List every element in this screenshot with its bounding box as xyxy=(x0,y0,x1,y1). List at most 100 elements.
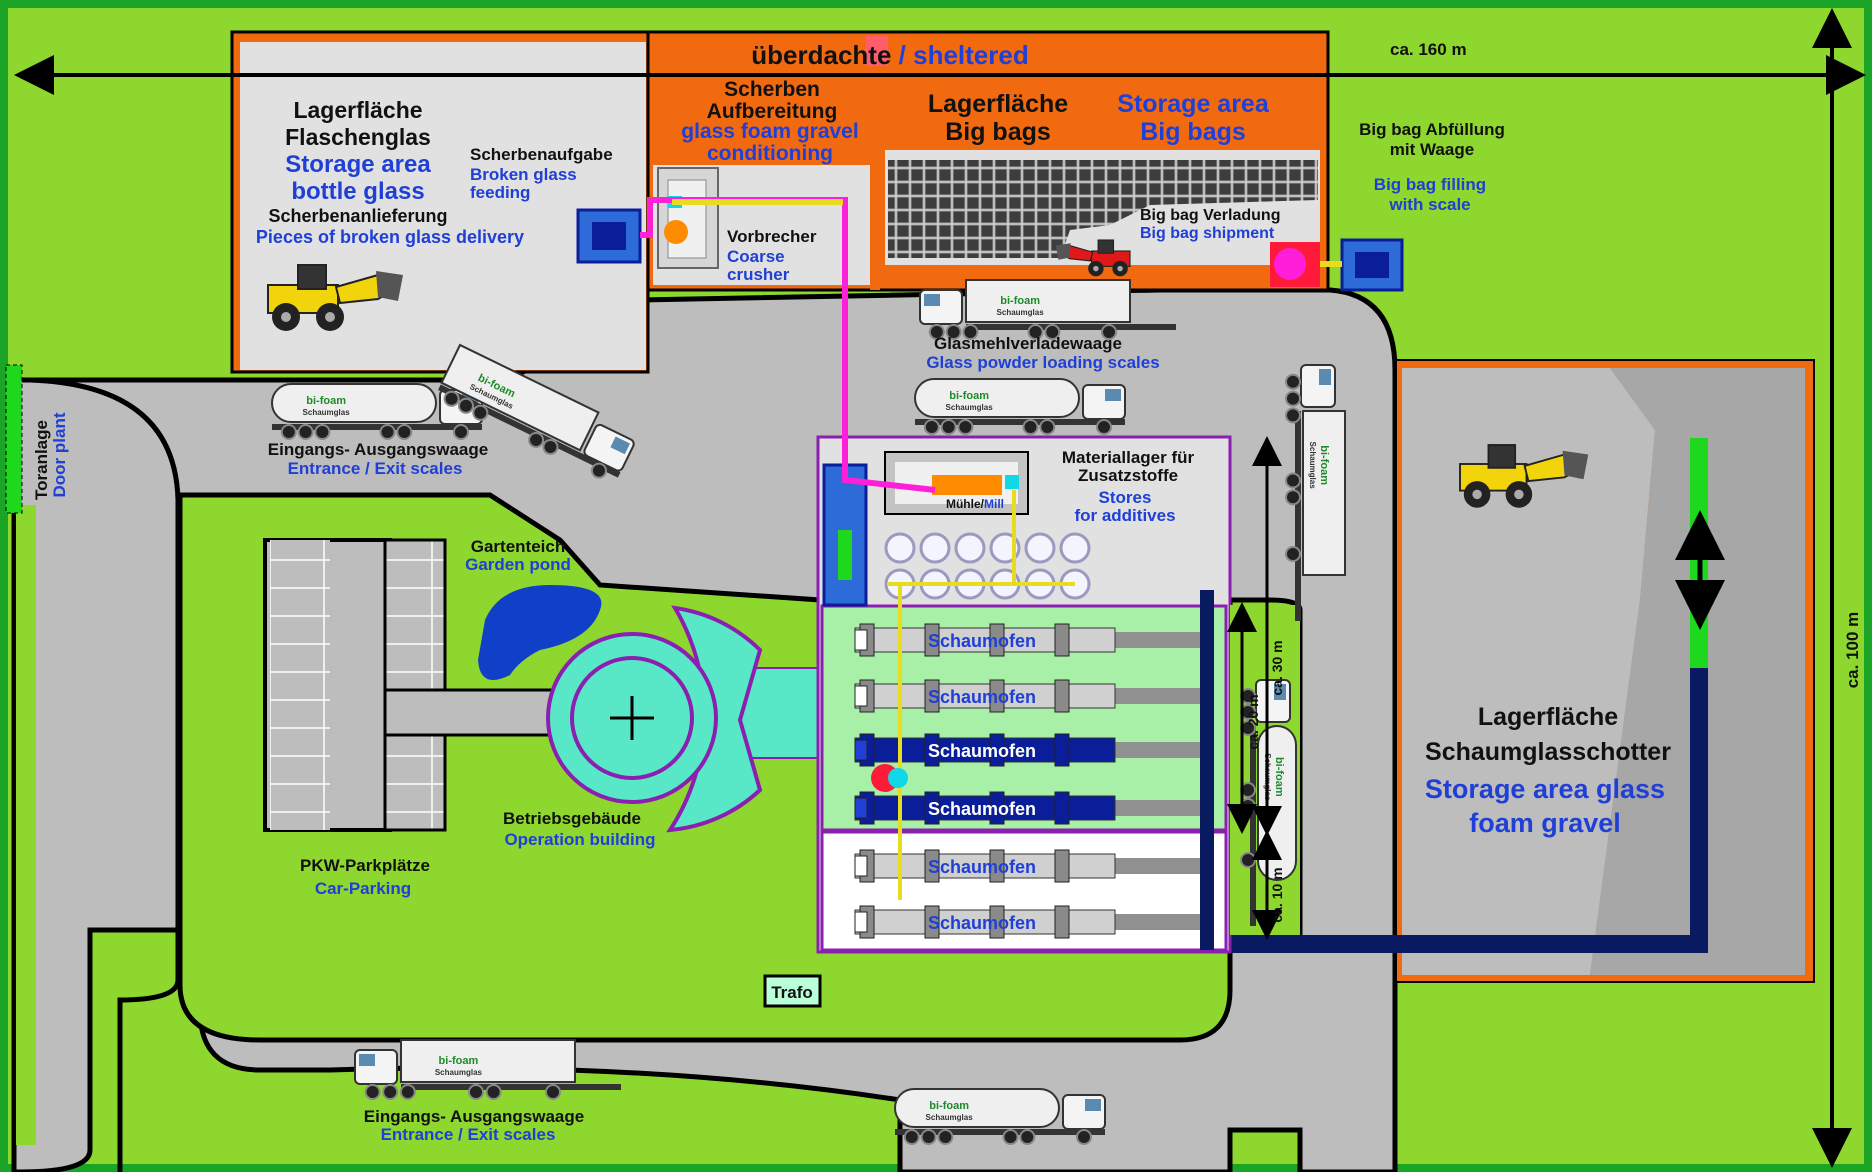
truck-brand: bi-foam xyxy=(949,390,989,402)
kiln-label-3: Schaumofen xyxy=(928,741,1036,761)
filling-en2: with scale xyxy=(1388,195,1470,214)
conditioning-de1: Scherben xyxy=(724,78,820,101)
truck-brand: bi-foam xyxy=(1000,295,1040,307)
powder-scales-en: Glass powder loading scales xyxy=(926,353,1159,372)
bigbag-storage-en1: Storage area xyxy=(1117,90,1270,118)
dim-20-label: ca. 20 m xyxy=(1245,694,1261,749)
car-parking-area xyxy=(263,538,557,832)
bottle-glass-de1: Lagerfläche xyxy=(293,97,422,123)
gravel-en2: foam gravel xyxy=(1469,808,1621,838)
trafo-label: Trafo xyxy=(771,983,813,1002)
entrance-top-en: Entrance / Exit scales xyxy=(288,459,463,478)
crusher-en1: Coarse xyxy=(727,247,785,266)
gravel-en1: Storage area glass xyxy=(1425,774,1665,804)
left-green-strip xyxy=(16,505,36,1145)
truck-brand: bi-foam xyxy=(306,395,346,407)
additive-silo-stack xyxy=(822,463,868,607)
gravel-conveyor-navy xyxy=(1690,668,1708,953)
additive-feed-line xyxy=(898,490,1016,900)
kiln-label-2: Schaumofen xyxy=(928,687,1036,707)
big-bag-pile xyxy=(888,160,1318,258)
truck-brand: bi-foam xyxy=(439,1055,479,1067)
delivery-de: Scherbenanlieferung xyxy=(268,206,447,226)
wheel-loader-1 xyxy=(267,264,403,331)
bottle-glass-en2: bottle glass xyxy=(291,178,424,205)
truck-brand: bi-foam xyxy=(1273,757,1285,797)
bottle-glass-de2: Flaschenglas xyxy=(285,124,431,150)
truck-fleet: bi-foamSchaumglasbi-foamSchaumglasbi-foa… xyxy=(271,279,1346,1145)
parking-de: PKW-Parkplätze xyxy=(300,856,430,875)
wheel-loaders xyxy=(267,239,1589,508)
door-de: Toranlage xyxy=(32,420,51,500)
additive-en1: Stores xyxy=(1099,488,1152,507)
truck-sub: Schaumglas xyxy=(303,408,351,417)
truck-brand: bi-foam xyxy=(929,1100,969,1112)
width-label: ca. 160 m xyxy=(1390,40,1467,59)
additive-de1: Materiallager für xyxy=(1062,448,1195,467)
entrance-top-de: Eingangs- Ausgangswaage xyxy=(268,440,488,459)
kiln-label-6: Schaumofen xyxy=(928,913,1036,933)
filling-de1: Big bag Abfüllung xyxy=(1359,120,1505,139)
parking-en: Car-Parking xyxy=(315,879,411,898)
additive-en2: for additives xyxy=(1074,506,1175,525)
additive-de2: Zusatzstoffe xyxy=(1078,466,1178,485)
truck-sub: Schaumglas xyxy=(926,1113,974,1122)
entrance-bottom-en: Entrance / Exit scales xyxy=(381,1125,556,1144)
filling-en1: Big bag filling xyxy=(1374,175,1486,194)
shipment-de: Big bag Verladung xyxy=(1140,207,1280,224)
door-plant-gate xyxy=(5,364,23,514)
pond-en: Garden pond xyxy=(465,555,571,574)
pond-de: Gartenteich xyxy=(471,537,565,556)
operation-building xyxy=(546,605,831,833)
crusher-en2: crusher xyxy=(727,265,790,284)
transformer-box xyxy=(763,974,822,1008)
filling-de2: mit Waage xyxy=(1390,140,1474,159)
bottle-glass-en1: Storage area xyxy=(285,151,431,178)
kiln-6: Schaumofen xyxy=(854,905,1200,939)
gravel-de: Lagerfläche xyxy=(1478,703,1618,731)
dim-30-label: ca. 30 m xyxy=(1269,640,1285,695)
conditioning-en1: glass foam gravel xyxy=(681,120,858,143)
door-en: Door plant xyxy=(50,412,69,497)
wheel-loader-2 xyxy=(1459,444,1589,508)
operation-en: Operation building xyxy=(504,830,655,849)
bigbag-storage-de1: Lagerfläche xyxy=(928,90,1068,118)
truck-sub: Schaumglas xyxy=(435,1068,483,1077)
dim-10-label: ca. 10 m xyxy=(1269,867,1285,922)
conditioning-de2: Aufbereitung xyxy=(707,100,838,123)
feeding-en2: feeding xyxy=(470,183,530,202)
height-label: ca. 100 m xyxy=(1843,612,1862,689)
operation-de: Betriebsgebäude xyxy=(503,809,641,828)
wheel-loader-3 xyxy=(1055,239,1131,277)
crusher-de: Vorbrecher xyxy=(727,227,817,246)
entrance-bottom-de: Eingangs- Ausgangswaage xyxy=(364,1107,584,1126)
labels: ca. 160 m ca. 100 m überdachte / shelter… xyxy=(32,40,1862,1144)
conditioning-en2: conditioning xyxy=(707,142,833,165)
shipment-en: Big bag shipment xyxy=(1140,225,1275,242)
bigbag-storage-de2: Big bags xyxy=(945,118,1051,146)
delivery-en: Pieces of broken glass delivery xyxy=(256,227,524,247)
truck-brand: bi-foam xyxy=(1318,445,1330,485)
truck-sub: Schaumglas xyxy=(1308,442,1317,490)
garden-pond xyxy=(478,585,602,680)
kiln-label-1: Schaumofen xyxy=(928,631,1036,651)
gravel-de2: Schaumglasschotter xyxy=(1425,738,1671,766)
powder-scales-de: Glasmehlverladewaage xyxy=(934,334,1122,353)
feeding-de: Scherbenaufgabe xyxy=(470,145,613,164)
left-road-curve xyxy=(29,377,181,1172)
feeding-en1: Broken glass xyxy=(470,165,577,184)
sheltered-title: überdachte / sheltered xyxy=(751,40,1028,70)
truck-sub: Schaumglas xyxy=(997,308,1045,317)
truck-sub: Schaumglas xyxy=(946,403,994,412)
kiln-label-4: Schaumofen xyxy=(928,799,1036,819)
bigbag-storage-en2: Big bags xyxy=(1140,118,1246,146)
mill-label: Mühle/Mill xyxy=(946,497,1004,511)
